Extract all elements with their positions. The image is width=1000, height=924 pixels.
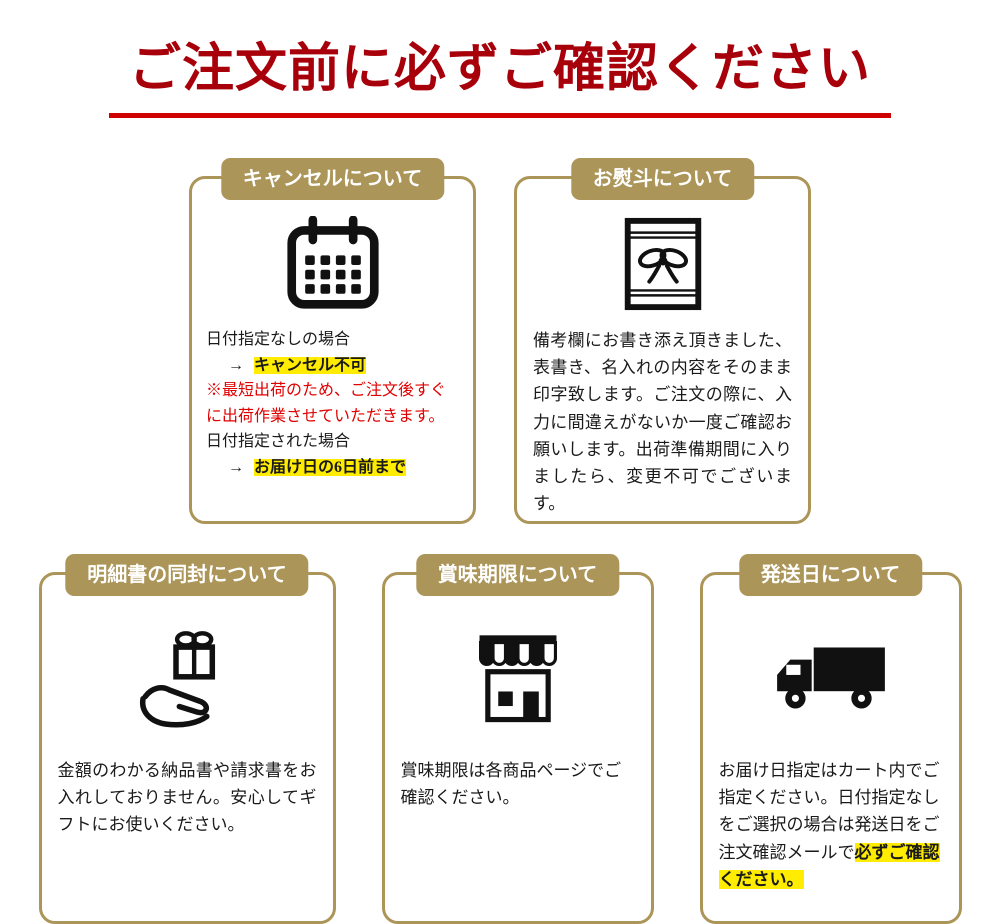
storefront-icon — [385, 621, 651, 737]
page-title: ご注文前に必ずご確認ください — [108, 26, 891, 118]
page-header: ご注文前に必ずご確認ください — [0, 0, 1000, 118]
card-statement-body: 金額のわかる納品書や請求書をお入れしておりません。安心してギフトにお使いください… — [42, 757, 333, 839]
card-shipping: 発送日について お届け日指定はカート内でご指定ください。日付指定なしをご選択の場… — [699, 554, 962, 924]
cancel-case1-result: キャンセル不可 — [254, 356, 367, 374]
cancel-case2-label: 日付指定された場合 — [206, 433, 351, 451]
delivery-truck-icon — [703, 621, 959, 737]
shipping-text-plain: お届け日指定はカート内でご指定ください。日付指定なしをご選択の場合は発送日をご注… — [718, 761, 940, 862]
gift-wrap-noshi-icon — [517, 213, 808, 315]
arrow-glyph: → — [228, 356, 244, 374]
card-expiry: 賞味期限について — [381, 554, 654, 924]
arrow-glyph: → — [228, 458, 244, 476]
calendar-icon — [192, 213, 473, 315]
cancel-case1-label: 日付指定なしの場合 — [206, 331, 351, 348]
cancel-case1-line: → キャンセル不可 — [206, 353, 459, 379]
cards-row-bottom: 明細書の同封について 金額のわかる納品書や請求書をお入れしておりません。安心して… — [0, 554, 1000, 924]
card-shipping-badge: 発送日について — [738, 554, 923, 596]
card-noshi-body: 備考欄にお書き添え頂きました、表書き、名入れの内容をそのまま印字致します。ご注文… — [517, 327, 808, 517]
card-statement-badge: 明細書の同封について — [65, 554, 309, 596]
expiry-text: 賞味期限は各商品ページでご確認ください。 — [400, 761, 622, 808]
noshi-text: 備考欄にお書き添え頂きました、表書き、名入れの内容をそのまま印字致します。ご注文… — [533, 331, 792, 514]
hand-gift-icon — [42, 621, 333, 737]
shipping-text: お届け日指定はカート内でご指定ください。日付指定なしをご選択の場合は発送日をご注… — [718, 757, 943, 893]
cancel-case2-line: → お届け日の6日前まで — [206, 455, 459, 481]
cancel-note: ※最短出荷のため、ご注文後すぐに出荷作業させていただきます。 — [206, 382, 447, 425]
cancel-case2-result: お届け日の6日前まで — [254, 458, 407, 476]
statement-text: 金額のわかる納品書や請求書をお入れしておりません。安心してギフトにお使いください… — [57, 761, 317, 835]
card-statement: 明細書の同封について 金額のわかる納品書や請求書をお入れしておりません。安心して… — [38, 554, 336, 924]
card-expiry-badge: 賞味期限について — [415, 554, 620, 596]
card-cancel-badge: キャンセルについて — [220, 158, 445, 200]
card-noshi: お熨斗について 備考欄にお書き添え頂きました、表書き、名入れの内容をそのまま印字… — [514, 158, 811, 524]
cards-row-top: キャンセルについて 日付指定なしの場合 → キャンセル不可 — [0, 158, 1000, 524]
card-cancel-body: 日付指定なしの場合 → キャンセル不可 ※最短出荷のため、ご注文後すぐに出荷作業さ… — [192, 327, 473, 481]
card-shipping-body: お届け日指定はカート内でご指定ください。日付指定なしをご選択の場合は発送日をご注… — [703, 757, 959, 893]
card-cancel: キャンセルについて 日付指定なしの場合 → キャンセル不可 — [189, 158, 476, 524]
card-expiry-body: 賞味期限は各商品ページでご確認ください。 — [385, 757, 651, 811]
card-noshi-badge: お熨斗について — [570, 158, 755, 200]
